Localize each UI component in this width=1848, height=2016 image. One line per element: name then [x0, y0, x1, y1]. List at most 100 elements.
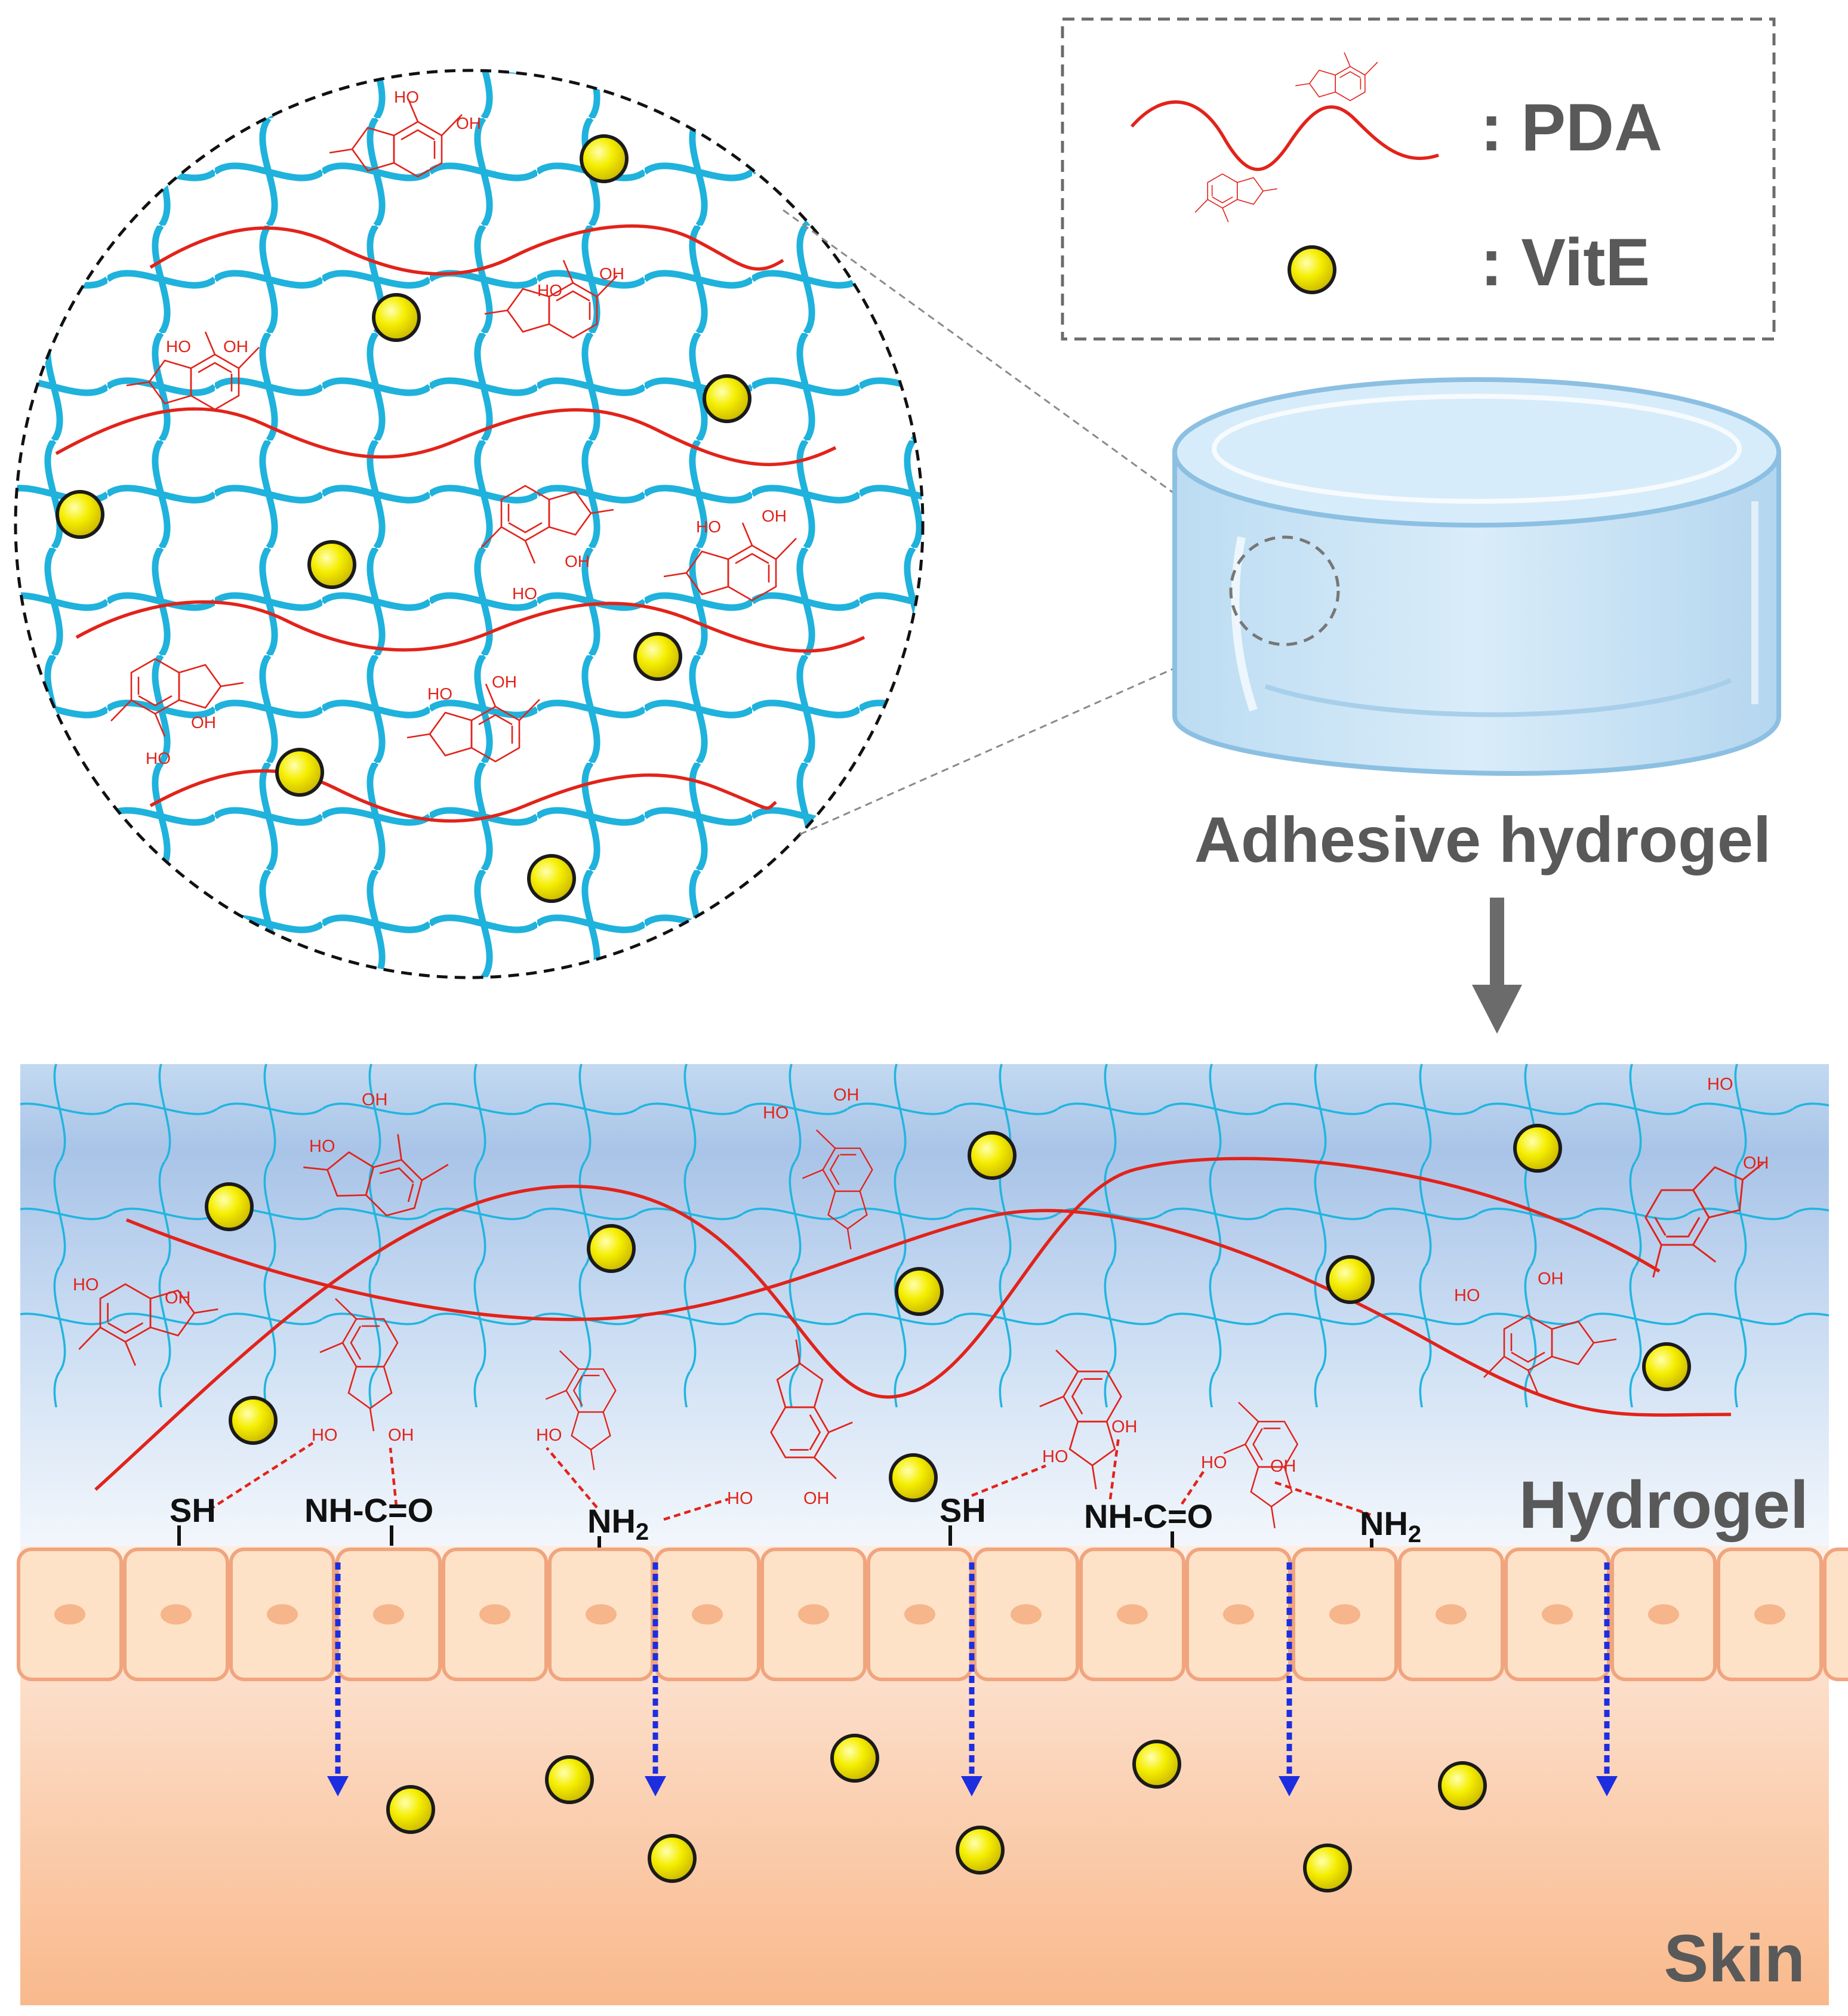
catechol-ho-label: HO	[146, 749, 171, 767]
amide-group-label: NH-C=O	[1084, 1497, 1213, 1535]
amine-group-label: NH2	[1360, 1505, 1421, 1548]
catechol-ho-label: HO	[1042, 1447, 1068, 1466]
skin-cell	[1823, 1548, 1848, 1681]
vite-particle-icon	[581, 136, 627, 181]
catechol-oh-label: OH	[223, 337, 248, 356]
vite-particle-icon	[1305, 1845, 1350, 1891]
diffusion-arrow-icon	[645, 1562, 666, 1796]
catechol-oh-label: OH	[191, 713, 216, 732]
catechol-ho-label: HO	[1201, 1453, 1227, 1472]
skin-cell	[973, 1548, 1079, 1681]
vite-particle-icon	[589, 1226, 634, 1271]
catechol-oh-label: OH	[456, 114, 481, 132]
catechol-oh-label: OH	[1743, 1154, 1769, 1173]
catechol-oh-label: OH	[492, 673, 517, 691]
vite-particle-icon	[1515, 1126, 1560, 1171]
adhesive-hydrogel-label: Adhesive hydrogel	[1194, 803, 1771, 876]
interface-groups: SH NH-C=O NH2 SH NH-C=O NH2	[170, 1491, 1421, 1552]
vite-particle-icon	[897, 1269, 942, 1314]
catechol-oh-label: OH	[362, 1090, 388, 1109]
vite-particle-icon	[635, 634, 680, 679]
vite-particle-icon	[1440, 1763, 1485, 1808]
diffusion-arrow-icon	[1596, 1562, 1618, 1796]
vite-particle-icon	[649, 1836, 695, 1881]
magnifier-outline	[14, 69, 925, 979]
skin-cell	[654, 1548, 760, 1681]
skin-cell	[123, 1548, 229, 1681]
cell-nucleus	[373, 1604, 404, 1624]
cell-nucleus	[586, 1604, 617, 1624]
skin-cell	[442, 1548, 548, 1681]
vite-particle-icon	[891, 1455, 936, 1500]
cell-nucleus	[1542, 1604, 1573, 1624]
diffusion-arrow-icon	[961, 1562, 982, 1796]
skin-cell	[17, 1548, 123, 1681]
catechol-ho-label: HO	[696, 517, 721, 536]
vite-particle-icon	[704, 376, 750, 421]
catechol-oh-label: OH	[565, 552, 590, 571]
catechol-ho-label: HO	[394, 88, 419, 106]
catechol-oh-label: OH	[1538, 1269, 1564, 1288]
hydrogen-bonds	[208, 1437, 1371, 1521]
catechol-oh-label: OH	[833, 1086, 860, 1105]
hydrogel-cylinder-icon	[1172, 377, 1781, 776]
skin-cell	[1079, 1548, 1185, 1681]
cell-nucleus	[1117, 1604, 1148, 1624]
catechol-labels-panel: HO OH HO OH HO OH HO OH HO OH HO OH HO H…	[73, 1075, 1769, 1508]
cell-nucleus	[798, 1604, 829, 1624]
vite-particle-icon	[277, 750, 322, 795]
cell-nucleus	[692, 1604, 723, 1624]
skin-cell	[229, 1548, 335, 1681]
down-arrow-icon	[1472, 898, 1522, 1034]
catechol-ho-label: HO	[536, 1426, 562, 1445]
magnified-network: HO OH HO OH HO OH OH HO HO OH OH HO HO O…	[14, 69, 925, 979]
hydrogel-skin-panel: HO OH HO OH HO OH HO OH HO OH HO OH HO H…	[20, 1064, 1829, 2005]
cell-nucleus	[1223, 1604, 1254, 1624]
amine-group-label: NH2	[587, 1502, 649, 1545]
vite-particle-icon	[1328, 1257, 1373, 1302]
vite-particle-icon	[1134, 1741, 1179, 1787]
vite-particle-icon	[832, 1736, 877, 1781]
catechol-ho-label: HO	[1707, 1075, 1733, 1094]
hydrogel-label: Hydrogel	[1519, 1468, 1809, 1542]
amine-base-label: NH	[1360, 1505, 1408, 1542]
catechol-ho-label: HO	[727, 1489, 753, 1508]
cell-nucleus	[267, 1604, 298, 1624]
pda-legend-label: : PDA	[1480, 90, 1662, 165]
skin-cell	[1717, 1548, 1823, 1681]
pda-chains	[94, 1157, 1732, 1491]
catechol-ho-label: HO	[73, 1275, 99, 1294]
skin-label: Skin	[1664, 1921, 1805, 1996]
cell-nucleus	[904, 1604, 935, 1624]
vite-particle-icon	[374, 295, 419, 340]
catechol-ho-label: HO	[1454, 1286, 1480, 1305]
skin-cell	[335, 1548, 442, 1681]
vite-particle-icon	[57, 492, 103, 537]
vite-particle-icon	[309, 542, 355, 587]
vite-legend-label: : VitE	[1480, 225, 1650, 300]
cell-nucleus	[479, 1604, 510, 1624]
vite-particle-icon	[529, 856, 574, 901]
amine-base-label: NH	[587, 1502, 636, 1540]
skin-cell	[548, 1548, 654, 1681]
vite-particle-icon	[957, 1827, 1003, 1873]
vite-particle-icon	[547, 1757, 592, 1802]
catechol-oh-label: OH	[803, 1489, 830, 1508]
thiol-group-label: SH	[940, 1491, 986, 1529]
vite-particle-icon	[230, 1398, 276, 1443]
vite-particle-icon	[388, 1787, 433, 1832]
catechol-oh-label: OH	[1111, 1417, 1138, 1437]
skin-cell	[1398, 1548, 1504, 1681]
zoom-region-marker	[1229, 535, 1340, 646]
cell-nucleus	[54, 1604, 85, 1624]
catechol-oh-label: OH	[599, 264, 624, 283]
cell-nucleus	[1648, 1604, 1679, 1624]
cell-nucleus	[1011, 1604, 1042, 1624]
catechol-oh-label: OH	[1270, 1457, 1296, 1476]
amine-subscript-label: 2	[636, 1519, 649, 1545]
vite-legend-icon	[1289, 247, 1335, 292]
catechol-ho-label: HO	[312, 1426, 338, 1445]
diffusion-arrows	[327, 1562, 1618, 1796]
vite-particle-icon	[207, 1184, 252, 1229]
